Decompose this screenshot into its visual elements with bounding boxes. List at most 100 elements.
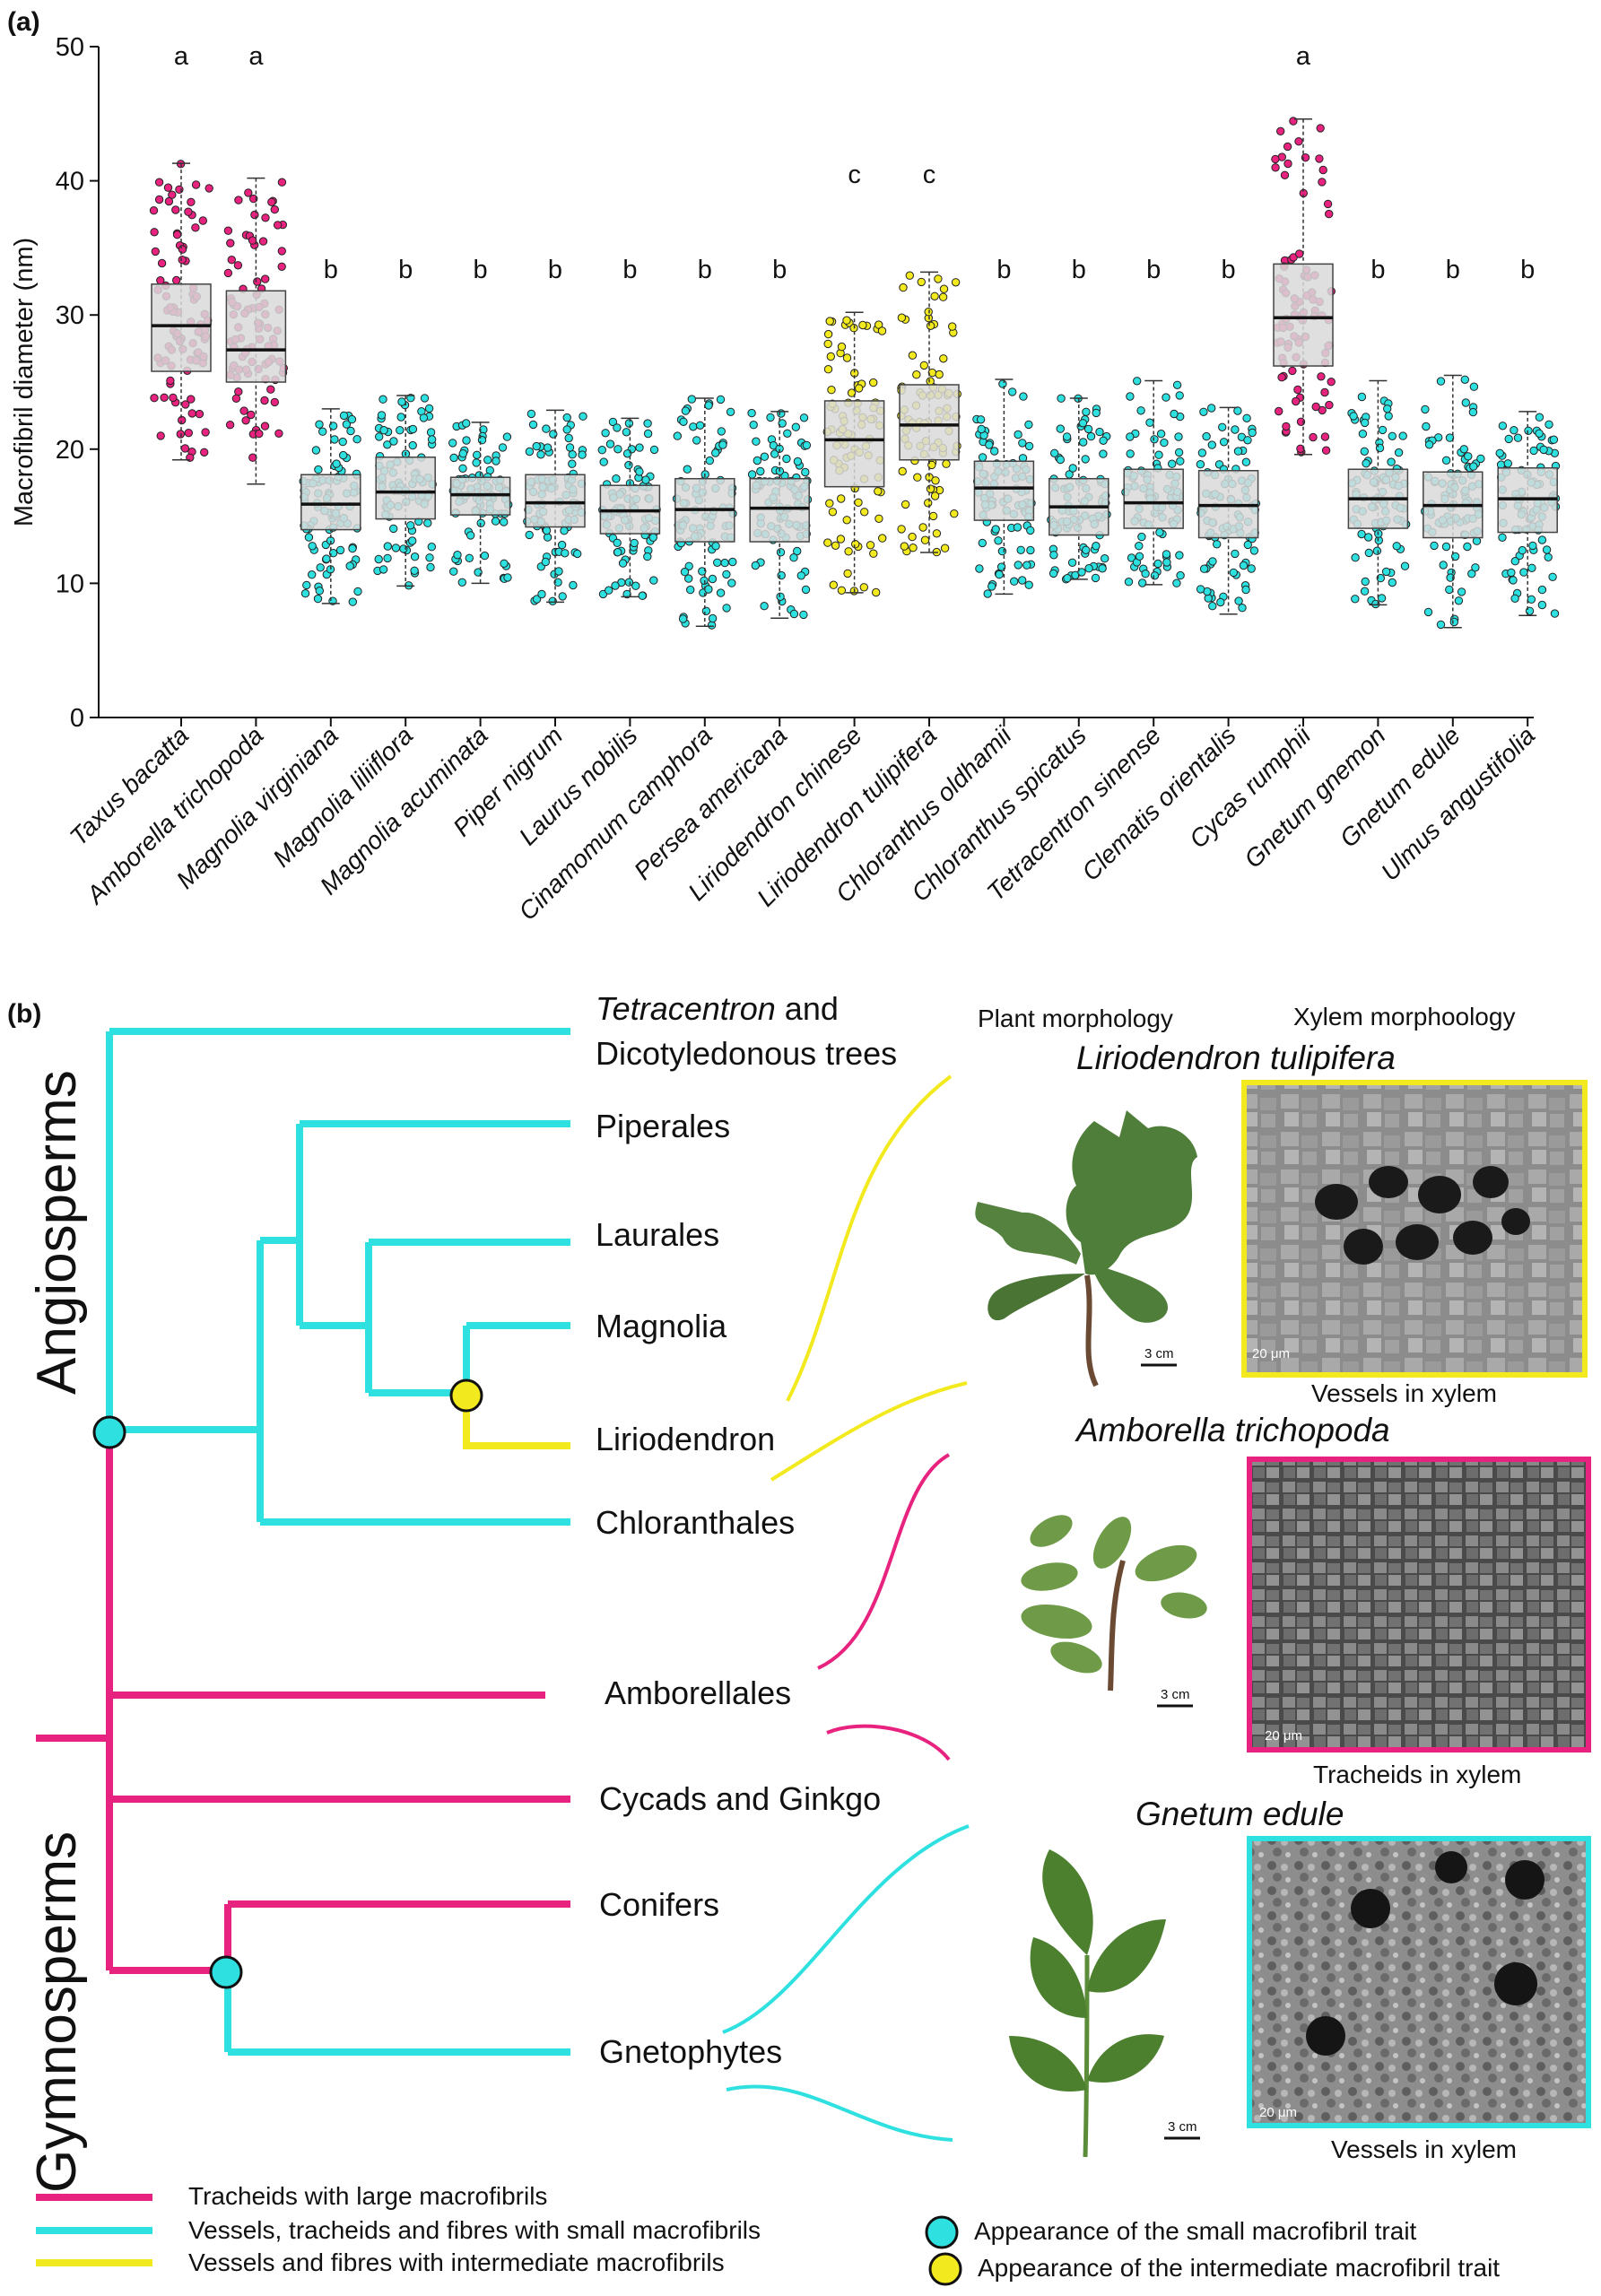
sem-gnetum-vessels [1306, 1851, 1544, 2056]
data-point [180, 444, 190, 453]
data-point [783, 429, 792, 438]
data-point [919, 361, 929, 370]
species-gnetum: Gnetum edule [1135, 1796, 1344, 1832]
boxes [151, 118, 1558, 629]
data-point [1008, 387, 1017, 396]
data-point [500, 517, 509, 526]
data-point [274, 429, 283, 438]
data-point [641, 475, 650, 484]
connector-magenta-bottom [826, 1724, 951, 1761]
data-point [679, 417, 688, 426]
data-point [181, 400, 190, 409]
data-point [726, 407, 735, 416]
data-point [1079, 438, 1088, 447]
data-point [1548, 572, 1557, 581]
data-point [1086, 431, 1096, 441]
data-point [938, 292, 948, 301]
data-point [1311, 402, 1320, 412]
data-point [491, 517, 500, 526]
data-point [1321, 446, 1331, 455]
data-point [1242, 413, 1251, 422]
data-point [425, 553, 434, 562]
data-point [869, 549, 878, 558]
data-point [789, 553, 798, 562]
data-point [191, 223, 200, 232]
data-point [1507, 568, 1516, 578]
clade-laurales: Laurales [596, 1216, 719, 1253]
box [899, 384, 960, 461]
data-point [1049, 551, 1058, 560]
box [300, 474, 361, 531]
data-point [1213, 540, 1222, 549]
data-point [1387, 457, 1396, 466]
data-point [150, 228, 159, 237]
data-point [542, 424, 551, 433]
data-point [924, 308, 933, 317]
data-point [711, 542, 720, 551]
data-point [1377, 594, 1387, 603]
data-point [277, 178, 287, 187]
data-point [342, 420, 352, 429]
data-point [408, 424, 418, 434]
scale-sem-3: 20 μm [1259, 2105, 1297, 2120]
significance-letter: b [474, 256, 488, 284]
data-point [613, 538, 622, 547]
data-point [477, 436, 487, 445]
legend-intermediate: Vessels and fibres with intermediate mac… [188, 2248, 725, 2276]
data-point [314, 465, 323, 474]
data-point [1024, 580, 1033, 589]
y-tick-label: 0 [70, 704, 84, 733]
data-point [1537, 535, 1547, 544]
data-point [1292, 396, 1301, 406]
data-point [716, 395, 726, 404]
data-point [1535, 429, 1544, 438]
data-point [940, 544, 950, 552]
data-point [897, 525, 906, 534]
data-point [1162, 550, 1171, 559]
scale-plant-1: 3 cm [1144, 1346, 1174, 1361]
data-point [1018, 439, 1027, 448]
data-point [991, 525, 1000, 534]
data-point [164, 196, 174, 206]
data-point [801, 585, 811, 595]
data-point [410, 566, 419, 575]
data-point [704, 585, 713, 594]
data-point [1421, 404, 1430, 414]
data-point [770, 449, 779, 458]
data-point [266, 385, 275, 394]
data-point [1057, 394, 1066, 403]
data-point [684, 574, 693, 583]
data-point [1282, 422, 1291, 431]
data-point [171, 205, 180, 214]
data-point [313, 594, 323, 604]
data-point [330, 435, 339, 444]
clade-magnolia: Magnolia [596, 1308, 727, 1344]
data-point [408, 440, 417, 450]
data-point [613, 423, 622, 432]
data-point [322, 554, 331, 563]
data-point [579, 412, 587, 421]
data-point [353, 587, 362, 596]
data-point [1013, 523, 1022, 532]
data-point [860, 508, 869, 517]
data-point [801, 467, 810, 477]
connector-cyan-top [722, 1824, 970, 2034]
significance-letter: c [923, 161, 936, 189]
data-point [1155, 527, 1164, 537]
data-point [1238, 604, 1247, 613]
significance-letter: b [1370, 256, 1385, 284]
legend-node-small [925, 2215, 959, 2249]
data-point [396, 413, 405, 422]
data-point [408, 536, 417, 545]
data-point [872, 587, 881, 597]
data-point [760, 602, 769, 611]
data-point [931, 476, 940, 485]
data-point [897, 313, 907, 322]
data-point [692, 436, 701, 445]
data-point [611, 581, 620, 590]
data-point [1318, 165, 1327, 175]
data-point [261, 213, 270, 222]
